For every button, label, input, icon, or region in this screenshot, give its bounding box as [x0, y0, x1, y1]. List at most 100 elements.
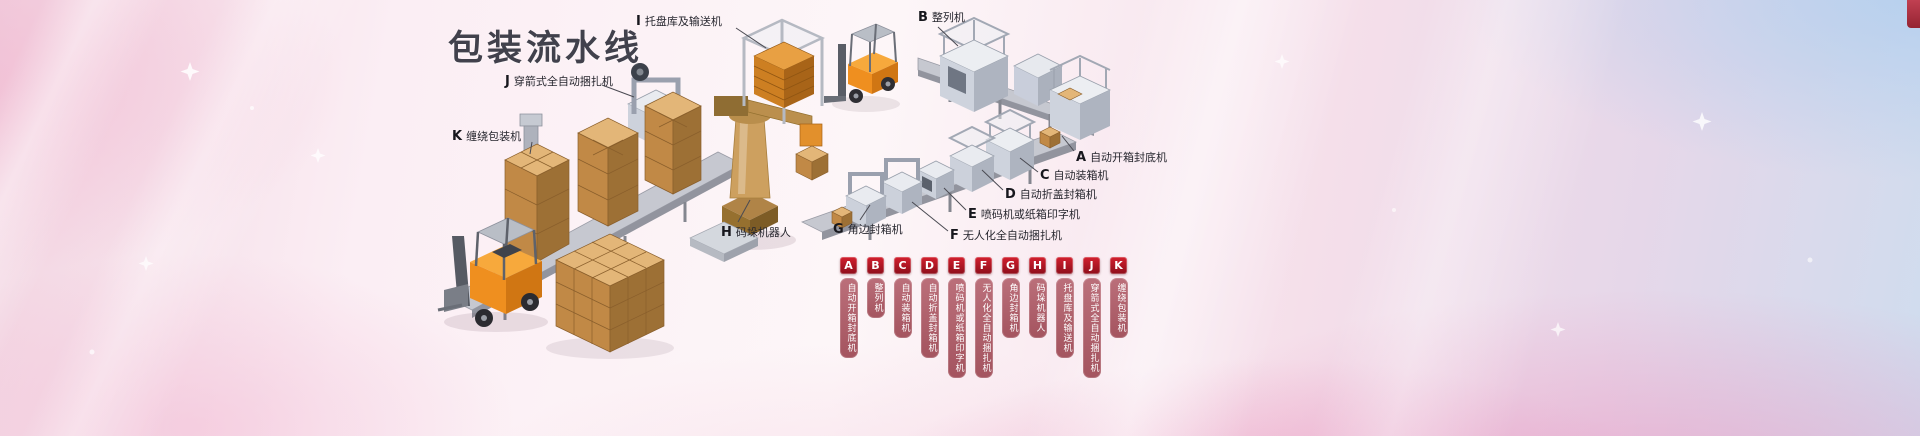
machine-letter: A [1076, 150, 1087, 165]
legend-item-d: D 自动折盖封箱机 [920, 257, 939, 378]
machine-name: 缠绕包装机 [466, 130, 522, 143]
machine-name: 喷码机或纸箱印字机 [980, 208, 1080, 221]
machine-letter: G [833, 222, 844, 237]
legend-item-k: K 缠绕包装机 [1109, 257, 1128, 378]
legend-letter-badge: B [867, 257, 884, 274]
machine-name: 自动折盖封箱机 [1019, 188, 1097, 201]
leader-line-a [1061, 135, 1075, 152]
sparkles-decoration [89, 54, 1813, 355]
legend-name-strip: 自动开箱封底机 [839, 278, 858, 358]
legend-item-b: B 整列机 [866, 257, 885, 378]
aligner-machine-b2 [1013, 53, 1063, 106]
carton-stack-large [504, 143, 570, 263]
corner-accent [1907, 0, 1920, 28]
page-title: 包装流水线 [448, 29, 644, 69]
machine-name: 自动装箱机 [1053, 169, 1109, 182]
pallet-warehouse-i [741, 18, 825, 124]
machine-label-h: H 码垛机器人 [721, 224, 791, 240]
machine-label-j: J 穿箭式全自动捆扎机 [505, 73, 613, 89]
legend-name-strip: 自动折盖封箱机 [920, 278, 939, 358]
legend-item-j: J 穿箭式全自动捆扎机 [1082, 257, 1101, 378]
legend-item-f: F 无人化全自动捆扎机 [974, 257, 993, 378]
legend-letter-badge: E [948, 257, 965, 274]
legend-name-strip: 自动装箱机 [893, 278, 912, 338]
palletizer-robot-h [704, 96, 829, 250]
legend-item-g: G 角边封箱机 [1001, 257, 1020, 378]
legend-name-strip: 喷码机或纸箱印字机 [947, 278, 966, 378]
legend-name-strip: 缠绕包装机 [1109, 278, 1128, 338]
leader-line-k [529, 141, 533, 155]
machine-letter: D [1005, 187, 1016, 202]
legend-name-strip: 穿箭式全自动捆扎机 [1082, 278, 1101, 378]
legend-name-strip: 无人化全自动捆扎机 [974, 278, 993, 378]
leader-line-i [735, 27, 767, 49]
inkjet-printer-e [917, 160, 955, 199]
machine-name: 码垛机器人 [735, 226, 791, 239]
legend-letter-badge: F [975, 257, 992, 274]
legend-item-h: H 码垛机器人 [1028, 257, 1047, 378]
machine-label-i: I 托盘库及输送机 [636, 13, 722, 29]
leader-line-j [601, 84, 635, 98]
legend-letter-badge: H [1029, 257, 1046, 274]
machine-label-b: B 整列机 [918, 9, 965, 25]
legend-item-a: A 自动开箱封底机 [839, 257, 858, 378]
legend: A 自动开箱封底机 B 整列机 C 自动装箱机 D 自动折盖封箱机 E 喷码机或… [839, 257, 1128, 378]
flap-sealer-d [947, 125, 997, 192]
leader-line-f [911, 201, 949, 232]
machine-letter: E [968, 207, 977, 222]
forklift-bottom [437, 217, 548, 332]
machine-letter: J [505, 74, 510, 89]
legend-name-strip: 整列机 [866, 278, 885, 318]
case-erector-a [1049, 54, 1111, 140]
machine-letter: I [636, 14, 641, 29]
legend-letter-badge: I [1056, 257, 1073, 274]
carton-stack-medium [577, 117, 639, 227]
corner-sealer-g [845, 172, 887, 228]
legend-letter-badge: C [894, 257, 911, 274]
legend-item-e: E 喷码机或纸箱印字机 [947, 257, 966, 378]
carton-stack-floor [546, 233, 674, 359]
legend-name-strip: 托盘库及输送机 [1055, 278, 1074, 358]
machine-label-e: E 喷码机或纸箱印字机 [968, 206, 1080, 222]
leader-line-h [737, 199, 751, 223]
floor-pallets [689, 221, 759, 262]
machine-name: 整列机 [931, 11, 965, 24]
leader-line-d [981, 169, 1004, 191]
machine-label-c: C 自动装箱机 [1040, 167, 1109, 183]
legend-item-c: C 自动装箱机 [893, 257, 912, 378]
machine-letter: B [918, 10, 928, 25]
leader-line-c [1019, 157, 1039, 173]
leader-line-e [943, 187, 967, 211]
legend-item-i: I 托盘库及输送机 [1055, 257, 1074, 378]
legend-name-strip: 角边封箱机 [1001, 278, 1020, 338]
leader-line-b [937, 26, 959, 47]
case-packer-c [983, 108, 1037, 180]
legend-letter-badge: K [1110, 257, 1127, 274]
machine-letter: C [1040, 168, 1050, 183]
leader-line-g [859, 204, 871, 221]
machine-letter: K [452, 129, 463, 144]
machine-label-a: A 自动开箱封底机 [1076, 149, 1167, 165]
legend-letter-badge: A [840, 257, 857, 274]
machine-label-k: K 缠绕包装机 [452, 128, 521, 144]
legend-letter-badge: G [1002, 257, 1019, 274]
machine-label-f: F 无人化全自动捆扎机 [950, 227, 1062, 243]
machine-letter: F [950, 228, 959, 243]
aligner-machine-b [937, 16, 1011, 112]
legend-letter-badge: D [921, 257, 938, 274]
legend-name-strip: 码垛机器人 [1028, 278, 1047, 338]
machine-label-d: D 自动折盖封箱机 [1005, 186, 1097, 202]
machine-letter: H [721, 225, 732, 240]
machine-name: 角边封箱机 [847, 223, 903, 236]
machine-name: 穿箭式全自动捆扎机 [513, 75, 613, 88]
machine-label-g: G 角边封箱机 [833, 221, 903, 237]
cartons-on-conveyor [831, 126, 1061, 229]
forklift-top [824, 23, 900, 112]
machine-name: 无人化全自动捆扎机 [962, 229, 1062, 242]
carton-stack-small [644, 91, 702, 195]
machine-name: 托盘库及输送机 [644, 15, 722, 28]
legend-letter-badge: J [1083, 257, 1100, 274]
